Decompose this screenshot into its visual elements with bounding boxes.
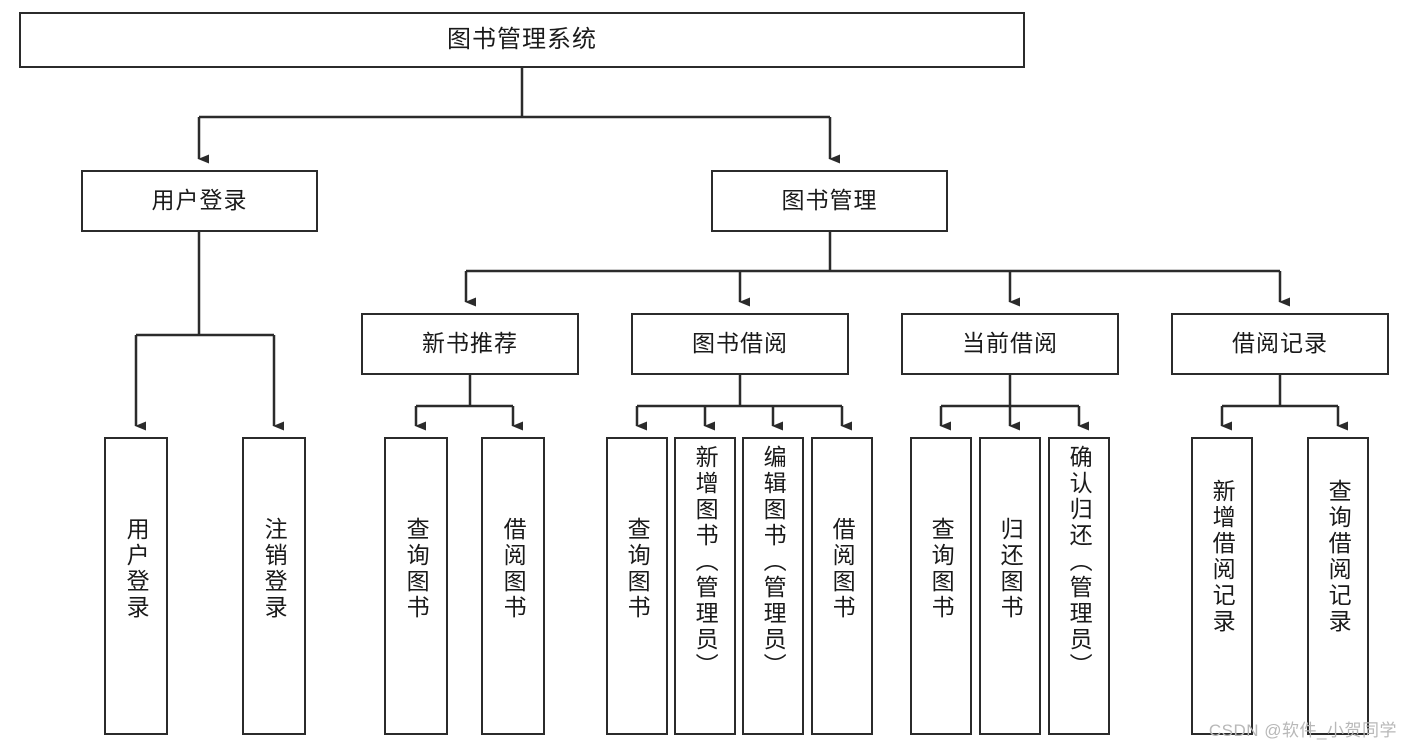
leaf-book-borrow-borrow-book[interactable]: 借阅图书 bbox=[811, 437, 873, 735]
leaf-current-borrow-confirm-return-admin[interactable]: 确认归还（管理员） bbox=[1048, 437, 1110, 735]
node-label: 新增借阅记录 bbox=[1209, 479, 1236, 635]
node-book-management[interactable]: 图书管理 bbox=[711, 170, 948, 232]
node-label: 新增图书（管理员） bbox=[692, 445, 719, 679]
leaf-user-login-logout[interactable]: 注销登录 bbox=[242, 437, 306, 735]
node-label: 新书推荐 bbox=[422, 330, 518, 357]
leaf-book-borrow-query-book[interactable]: 查询图书 bbox=[606, 437, 668, 735]
leaf-borrow-record-add-record[interactable]: 新增借阅记录 bbox=[1191, 437, 1253, 735]
csdn-watermark: CSDN @软件_小贺同学 bbox=[1208, 721, 1397, 740]
leaf-current-borrow-return-book[interactable]: 归还图书 bbox=[979, 437, 1041, 735]
leaf-new-book-borrow-book[interactable]: 借阅图书 bbox=[481, 437, 545, 735]
leaf-book-borrow-edit-book-admin[interactable]: 编辑图书（管理员） bbox=[742, 437, 804, 735]
node-label: 借阅图书 bbox=[829, 517, 856, 621]
leaf-new-book-query-book[interactable]: 查询图书 bbox=[384, 437, 448, 735]
leaf-borrow-record-query-record[interactable]: 查询借阅记录 bbox=[1307, 437, 1369, 735]
node-label: 查询借阅记录 bbox=[1325, 479, 1352, 635]
node-label: 借阅记录 bbox=[1232, 330, 1328, 357]
node-user-login[interactable]: 用户登录 bbox=[81, 170, 318, 232]
leaf-book-borrow-add-book-admin[interactable]: 新增图书（管理员） bbox=[674, 437, 736, 735]
node-label: 用户登录 bbox=[151, 187, 248, 214]
node-label: 注销登录 bbox=[261, 517, 288, 621]
node-new-book-recommend[interactable]: 新书推荐 bbox=[361, 313, 579, 375]
node-borrow-record[interactable]: 借阅记录 bbox=[1171, 313, 1389, 375]
node-label: 借阅图书 bbox=[500, 517, 527, 621]
node-root-book-management-system[interactable]: 图书管理系统 bbox=[19, 12, 1025, 68]
node-label: 查询图书 bbox=[403, 517, 430, 621]
node-label: 图书借阅 bbox=[692, 330, 788, 357]
node-label: 归还图书 bbox=[997, 517, 1024, 621]
node-label: 查询图书 bbox=[928, 517, 955, 621]
node-label: 确认归还（管理员） bbox=[1066, 445, 1093, 679]
leaf-user-login-login[interactable]: 用户登录 bbox=[104, 437, 168, 735]
node-current-borrow[interactable]: 当前借阅 bbox=[901, 313, 1119, 375]
node-label: 查询图书 bbox=[624, 517, 651, 621]
node-label: 编辑图书（管理员） bbox=[760, 445, 787, 679]
node-book-borrow[interactable]: 图书借阅 bbox=[631, 313, 849, 375]
node-label: 当前借阅 bbox=[962, 330, 1058, 357]
leaf-current-borrow-query-book[interactable]: 查询图书 bbox=[910, 437, 972, 735]
node-label: 用户登录 bbox=[123, 517, 150, 621]
node-label: 图书管理系统 bbox=[447, 25, 597, 53]
node-label: 图书管理 bbox=[781, 187, 878, 214]
